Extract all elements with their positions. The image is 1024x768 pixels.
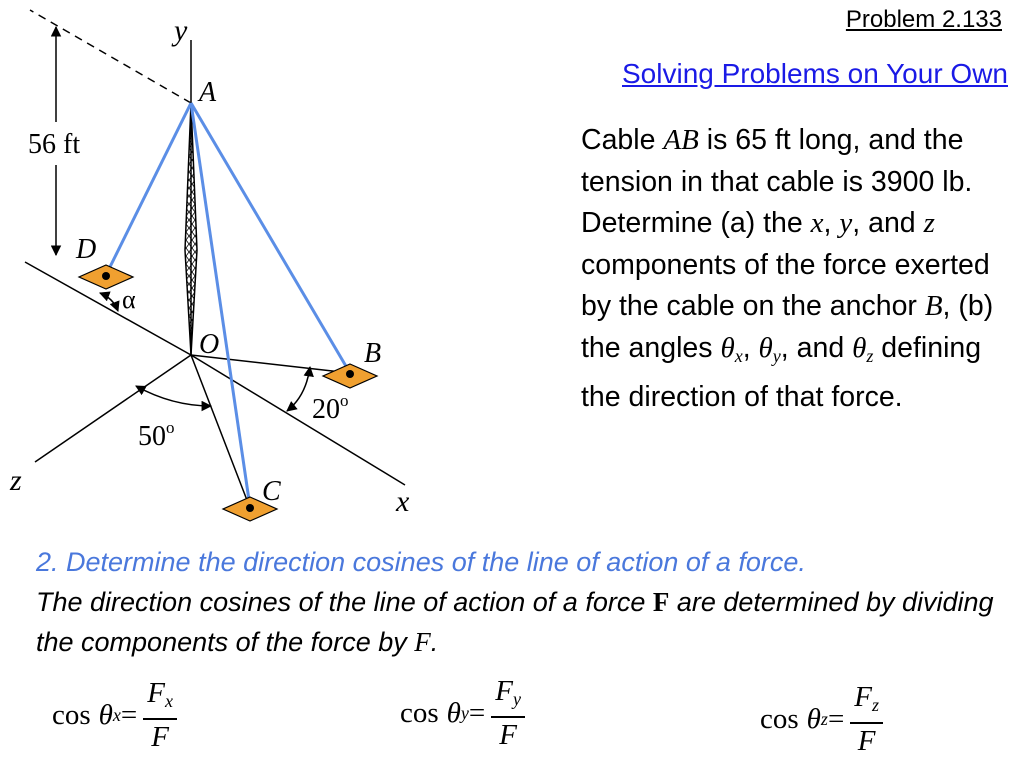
problem-number: Problem 2.133 [845, 6, 1002, 33]
label-x: x [395, 485, 410, 518]
ps-y: y [839, 207, 853, 239]
ps-text: , and [852, 207, 924, 239]
step-heading: 2. Determine the direction cosines of th… [36, 547, 806, 577]
label-y: y [171, 14, 188, 47]
label-d: D [75, 234, 96, 265]
mast [184, 102, 198, 356]
ps-text: , [742, 331, 759, 364]
label-angle-20: 20o [312, 391, 349, 425]
force-magnitude: F [414, 627, 431, 657]
x-axis [190, 354, 406, 486]
ground-line-ob [190, 354, 351, 374]
step-2: 2. Determine the direction cosines of th… [36, 542, 1021, 662]
anchor-c [221, 496, 279, 522]
section-title-link[interactable]: Solving Problems on Your Own [622, 58, 1008, 89]
angle-20-arc [286, 365, 314, 412]
label-c: C [262, 476, 281, 507]
force-vector: F [652, 587, 670, 617]
ps-theta-x: θx [720, 331, 743, 366]
ps-anchor: B [924, 290, 943, 322]
cable-ad [104, 102, 193, 276]
label-height: 56 ft [28, 129, 80, 160]
problem-statement: Cable AB is 65 ft long, and the tension … [581, 120, 1011, 419]
anchor-b [321, 363, 379, 389]
z-axis [34, 354, 192, 463]
anchor-d [77, 264, 135, 290]
ps-theta-z: θz [852, 331, 874, 366]
label-angle-50: 50o [138, 418, 175, 452]
ps-text: , [823, 207, 840, 239]
label-o: O [199, 329, 219, 360]
cable-ab [189, 102, 352, 374]
dashed-reference-line [29, 9, 192, 104]
cable-ac [189, 102, 252, 508]
ground-line-oc [190, 354, 251, 509]
label-a: A [197, 77, 217, 108]
ps-cable-name: AB [663, 124, 699, 156]
ps-theta-y: θy [758, 331, 781, 366]
alpha-arc [99, 291, 120, 312]
ps-text: defining the direction of that force. [581, 331, 982, 414]
ps-text: , (b) the angles [581, 290, 994, 364]
ps-z: z [923, 207, 935, 239]
step-body: The direction cosines of the line of act… [36, 587, 994, 657]
ps-text: is 65 ft long, and the tension in that c… [581, 124, 973, 239]
structure-diagram: y A 56 ft D α O B 20o 50o z C x [9, 9, 410, 522]
ps-x: x [810, 207, 824, 239]
label-alpha: α [122, 285, 136, 314]
angle-50-arc [135, 385, 213, 412]
label-b: B [364, 338, 381, 369]
ps-text: components of the force exerted by the c… [581, 248, 990, 323]
ps-text: Cable [581, 124, 664, 156]
label-z: z [9, 464, 22, 497]
ps-text: , and [780, 331, 853, 364]
